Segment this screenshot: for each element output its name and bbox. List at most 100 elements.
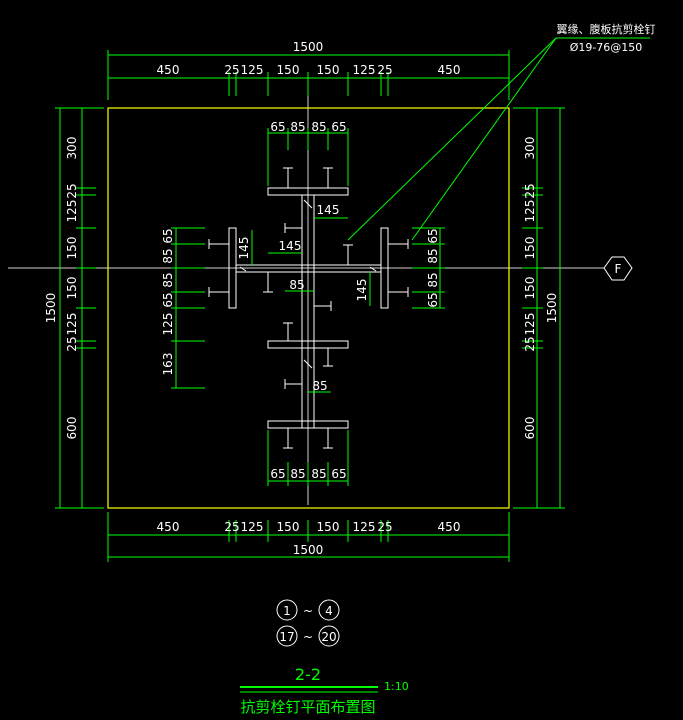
left-dim-1: 300 [65,137,79,160]
top-flange [267,187,349,196]
top-dim-4: 150 [277,63,300,77]
top-dim-2: 25 [224,63,239,77]
stud [284,223,302,233]
scale-label: 1:10 [384,680,409,693]
stud [323,348,333,367]
bottom-dim-3: 125 [241,520,264,534]
left-dim-4: 150 [65,237,79,260]
stud [343,244,353,265]
section-label: 2-2 [295,665,321,684]
inner-bottom-dim-1: 65 [270,467,285,481]
bottom-dim-6: 125 [353,520,376,534]
ref-b-end: 20 [321,630,336,644]
title-block: 2-2 1:10 抗剪栓钉平面布置图 [240,665,409,716]
right-dim-1: 300 [523,137,537,160]
ref-b-sep: ~ [303,630,313,644]
bottom-dim-4: 150 [277,520,300,534]
stud-callout: 翼缘、腹板抗剪栓钉 Ø19-76@150 [347,22,656,241]
column-outline [107,107,510,509]
right-dim-6: 25 [523,336,537,351]
bottom-flange [267,420,349,429]
left-dim-5: 150 [65,277,79,300]
dim-85-upper: 85 [289,278,304,292]
stud [283,322,293,341]
middle-flange [267,340,349,349]
inner-left-dim-3: 85 [161,272,175,287]
dimension-left: 1500 300 125 25 150 150 25 125 600 [44,107,104,509]
ref-a-start: 1 [283,604,291,618]
top-dim-1: 450 [157,63,180,77]
callout-spec: Ø19-76@150 [570,41,643,54]
left-dim-3: 25 [65,183,79,198]
left-flange [228,227,237,309]
right-dim-8: 600 [523,417,537,440]
stud [323,428,333,449]
inner-left-dim-4: 65 [161,292,175,307]
ref-a-end: 4 [325,604,333,618]
left-dim-7: 125 [65,313,79,336]
shear-studs [208,167,409,449]
right-dim-4: 150 [523,237,537,260]
ref-b-start: 17 [279,630,294,644]
stud [314,301,332,311]
stud [208,239,229,249]
stud [263,272,273,293]
inner-bottom-dim-4: 65 [331,467,346,481]
inner-right-dim-2: 85 [426,248,440,263]
ref-a-sep: ~ [303,604,313,618]
inner-top-dim-3: 85 [311,120,326,134]
inner-bottom-dim-3: 85 [311,467,326,481]
right-dim-5: 150 [523,277,537,300]
drawing-title: 抗剪栓钉平面布置图 [240,698,375,716]
steel-section [228,187,389,429]
ref-circle-icon [318,625,340,647]
inner-left-dim-6: 163 [161,353,175,376]
stud [388,287,409,297]
axis-lines [8,85,604,505]
stud [284,379,302,389]
dimension-bottom: 450 25 125 150 150 125 25 450 1500 [107,512,510,562]
right-overall-dim: 1500 [545,293,559,324]
dim-145-upper: 145 [317,203,340,217]
axis-label: F [615,262,622,276]
dim-145-vertical-left: 145 [237,237,251,260]
right-dim-3: 25 [523,183,537,198]
bottom-overall-dim: 1500 [293,543,324,557]
inner-right-dim-1: 65 [426,228,440,243]
top-dim-7: 25 [377,63,392,77]
inner-right-dim-4: 65 [426,292,440,307]
callout-title: 翼缘、腹板抗剪栓钉 [557,22,656,36]
stud [388,239,409,249]
left-dim-6: 25 [65,336,79,351]
dimension-top: 1500 450 25 125 150 150 125 25 450 [107,40,510,100]
inner-left-dim-5: 125 [161,313,175,336]
right-flange [380,227,389,309]
dimension-right: 300 125 25 150 150 25 125 600 1500 [513,107,565,509]
inner-top-dim-1: 65 [270,120,285,134]
bottom-dim-5: 150 [317,520,340,534]
right-dim-7: 125 [523,313,537,336]
stud [208,287,229,297]
bottom-dim-8: 450 [438,520,461,534]
left-dim-2: 125 [65,200,79,223]
top-dim-3: 125 [241,63,264,77]
left-overall-dim: 1500 [44,293,58,324]
reference-bubbles: 1 ~ 4 17 ~ 20 [276,599,340,647]
top-overall-dim: 1500 [293,40,324,54]
top-dim-6: 125 [353,63,376,77]
inner-left-dim-1: 65 [161,228,175,243]
dim-85-lower: 85 [312,379,327,393]
ref-circle-icon [276,599,298,621]
inner-top-dim-2: 85 [290,120,305,134]
bottom-dim-1: 450 [157,520,180,534]
stud [283,428,293,449]
top-dim-8: 450 [438,63,461,77]
dim-145-vertical-right: 145 [355,279,369,302]
left-dim-8: 600 [65,417,79,440]
inner-dimensions: 65 85 85 65 65 85 85 65 65 85 85 65 125 … [161,120,445,486]
bottom-dim-7: 25 [377,520,392,534]
inner-left-dim-2: 85 [161,248,175,263]
stud [323,167,333,188]
ref-circle-icon [276,625,298,647]
